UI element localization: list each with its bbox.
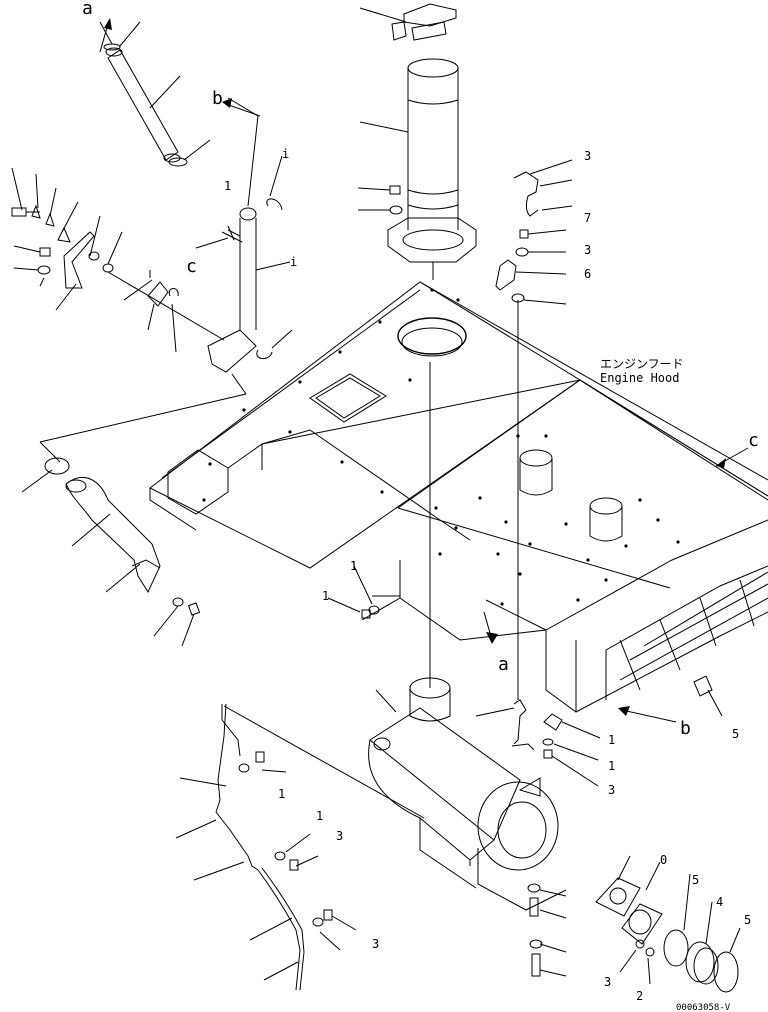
ref-letter-c-left: c [186,256,197,277]
ref-letter-c-right: c [748,430,759,451]
leader-lines-left [39,373,247,463]
callout-3-washer: 3 [584,243,591,257]
rain-cap-top [359,3,457,41]
callout-3-washer-low: 3 [608,783,615,797]
callout-3-bolt-b: 3 [372,937,379,951]
engine-hood-body [149,281,768,713]
callout-i-upper: i [282,147,289,161]
engine-hood-title-en: Engine Hood [600,371,679,385]
callout-1-harness: 1 [278,787,285,801]
callout-1-bracket-low-b: 1 [608,759,615,773]
right-sensor-bracket [495,159,573,305]
left-bracket-cluster [11,167,225,353]
callout-4-ring: 4 [716,895,723,909]
callout-i-lower: i [290,255,297,269]
right-plug [693,675,723,717]
ref-letter-a-top: a [82,0,93,19]
hood-mount-bolts [327,565,380,619]
callout-3-bolt: 3 [336,829,343,843]
tail-pipe-upper [99,21,211,167]
stack-bolts-left [357,185,403,215]
callout-1-bracket-low: 1 [608,733,615,747]
callout-1-bolt: 1 [350,559,357,573]
callout-6: 6 [584,267,591,281]
flange-gasket-rings [595,855,741,993]
callout-5-plug: 5 [732,727,739,741]
callout-0-gasket: 0 [660,853,667,867]
exhaust-stack-pipe [359,58,477,280]
center-lines [372,300,519,700]
callout-7: 7 [584,211,591,225]
callout-1-upper: 1 [224,179,231,193]
muffler-bracket-center [475,699,601,787]
callout-3-sensor: 3 [584,149,591,163]
tail-pipe-lower-left [21,457,201,647]
ref-letter-a-bottom: a [498,654,509,675]
reference-arrows [99,18,749,723]
harness-lower-left [175,703,425,991]
ref-letter-b-top: b [212,88,223,109]
callout-3-bolt-bottom: 3 [604,975,611,989]
callout-2-bolt-bottom: 2 [636,989,643,1003]
ref-letter-b-bottom: b [680,718,691,739]
callout-1-washer: 1 [322,589,329,603]
hood-rivets [202,288,680,606]
drawing-number: 00063058-V [676,1003,731,1012]
callout-5-ring-a: 5 [692,873,699,887]
callout-1-harness-b: 1 [316,809,323,823]
callout-5-ring-b: 5 [744,913,751,927]
engine-hood-title-jp: エンジンフード [600,357,684,371]
muffler [368,677,567,911]
tail-pipe-vertical [195,97,293,373]
muffler-lower-hardware [527,883,567,977]
